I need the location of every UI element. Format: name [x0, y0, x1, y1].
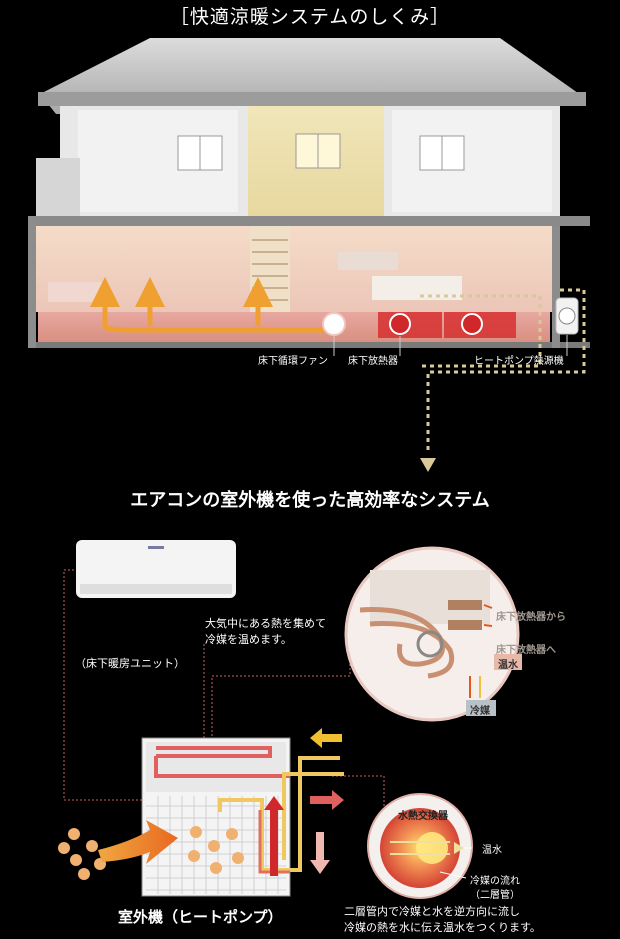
inflow-arrow	[310, 728, 342, 748]
down-arrow-pink	[310, 832, 330, 874]
from-radiator-label: 床下放熱器から	[496, 612, 566, 623]
air-intake-arrow	[98, 820, 178, 864]
outer-wall-left	[28, 216, 36, 348]
fan-label: 床下循環ファン	[258, 356, 328, 367]
hot-water-tag	[494, 654, 522, 670]
exchanger-hot-water: 温水	[482, 845, 502, 856]
page-title: ［快適涼暖システムのしくみ］	[169, 6, 451, 28]
air-note-line1: 大気中にある熱を集めて	[205, 617, 326, 630]
floor-slab	[30, 216, 590, 226]
kitchen	[338, 252, 398, 270]
down-arrow	[420, 458, 436, 472]
underfloor-radiator	[461, 313, 483, 335]
bottom-note-line1: 二層管内で冷媒と水を逆方向に流し	[344, 905, 520, 918]
heat-source-label: ヒートポンプ熱源機	[474, 356, 564, 367]
unit-label: （床下暖房ユニット）	[75, 657, 185, 670]
outdoor-unit-label: 室外機（ヒートポンプ）	[118, 908, 283, 926]
outflow-arrow	[310, 790, 344, 810]
warm-air-arrows	[90, 277, 330, 333]
system-diagram	[58, 540, 522, 899]
heat-source-fan	[558, 307, 576, 325]
bottom-note-line2: 冷媒の熱を水に伝え温水をつくります。	[344, 921, 541, 934]
refrigerant-coil	[154, 746, 290, 778]
foundation	[30, 342, 590, 348]
up-arrow	[264, 796, 284, 876]
indoor-unit	[76, 540, 236, 598]
upper-right-room	[392, 110, 552, 212]
system-subtitle: エアコンの室外機を使った高効率なシステム	[130, 490, 490, 511]
outer-wall-right	[552, 226, 560, 348]
balcony	[36, 158, 80, 220]
refrigerant-label: 冷媒	[470, 706, 490, 717]
furniture	[372, 276, 462, 300]
exchanger-title: 水熱交換器	[398, 811, 448, 822]
exchanger-flow-line2: （二層管）	[470, 890, 520, 901]
house-illustration	[28, 38, 590, 472]
heat-dots	[58, 826, 244, 880]
underfloor-radiator	[389, 313, 411, 335]
roof-edge	[38, 92, 586, 106]
hot-water-label: 温水	[498, 660, 518, 671]
dotted-pipe	[420, 288, 586, 450]
refrigerant-tag	[466, 700, 496, 716]
underfloor-fan	[322, 312, 346, 336]
radiator-label: 床下放熱器	[348, 356, 398, 367]
air-note-line2: 冷媒を温めます。	[205, 633, 292, 646]
lower-floor	[36, 226, 554, 312]
to-radiator-label: 床下放熱器へ	[496, 645, 556, 656]
bathtub	[48, 282, 108, 302]
exchanger-flow-line1: 冷媒の流れ	[470, 876, 520, 887]
water-pipes	[218, 756, 344, 872]
